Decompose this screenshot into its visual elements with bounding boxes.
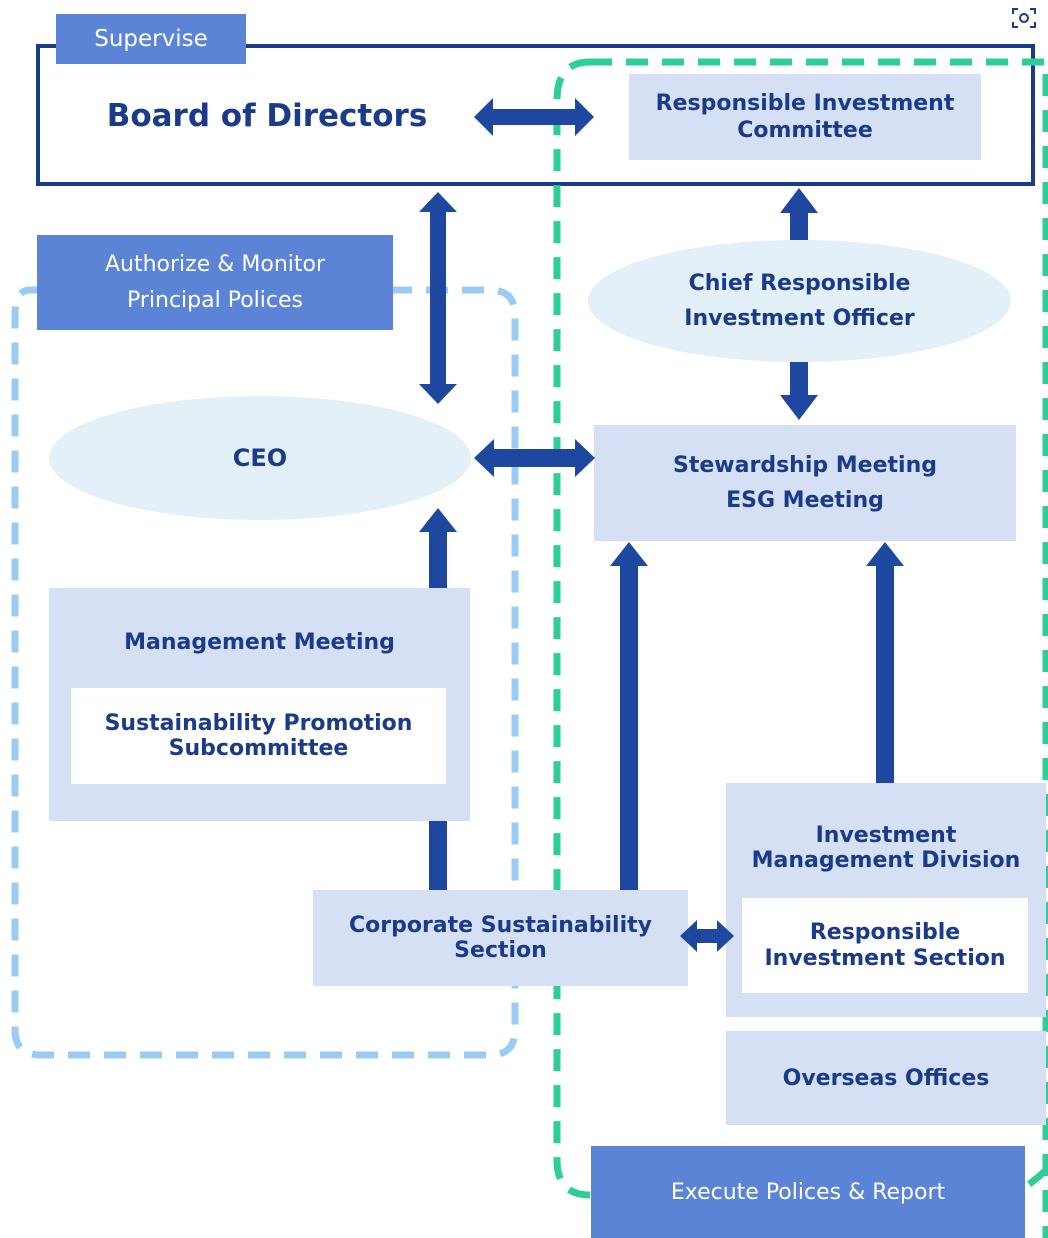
execute-polices-report-label: Execute Polices & Report <box>591 1146 1025 1238</box>
supervise-label: Supervise <box>56 14 246 64</box>
management-meeting-label: Management Meeting <box>124 629 395 655</box>
corporate-imd-double-arrow <box>680 920 734 952</box>
management-to-ceo-arrow <box>419 508 457 588</box>
chief-responsible-investment-officer: Chief Responsible Investment Officer <box>588 240 1011 362</box>
authorize-group-outline <box>11 286 519 1059</box>
board-of-directors-title: Board of Directors <box>106 98 428 134</box>
overseas-offices: Overseas Offices <box>726 1031 1046 1125</box>
ceo: CEO <box>49 396 471 520</box>
responsible-investment-committee: Responsible Investment Committee <box>629 74 981 160</box>
crio-to-stewardship-arrow <box>780 362 818 420</box>
sustainability-promotion-subcommittee: Sustainability Promotion Subcommittee <box>71 688 446 784</box>
authorize-monitor-label: Authorize & Monitor Principal Polices <box>37 235 393 330</box>
stewardship-esg-meeting: Stewardship Meeting ESG Meeting <box>594 425 1016 541</box>
ceo-stewardship-double-arrow <box>474 439 595 477</box>
screenshot-capture-icon[interactable] <box>1004 0 1044 36</box>
responsible-investment-section: Responsible Investment Section <box>742 898 1028 993</box>
corporate-sustainability-section: Corporate Sustainability Section <box>313 890 688 986</box>
board-ceo-double-arrow <box>419 192 457 404</box>
crio-to-committee-arrow <box>780 188 818 240</box>
corporate-to-stewardship-arrow <box>610 542 648 890</box>
corporate-to-management-connector <box>429 821 447 890</box>
investment-management-division-label: Investment Management Division <box>751 822 1021 873</box>
imd-to-stewardship-arrow <box>866 542 904 783</box>
board-committee-double-arrow <box>474 98 594 136</box>
